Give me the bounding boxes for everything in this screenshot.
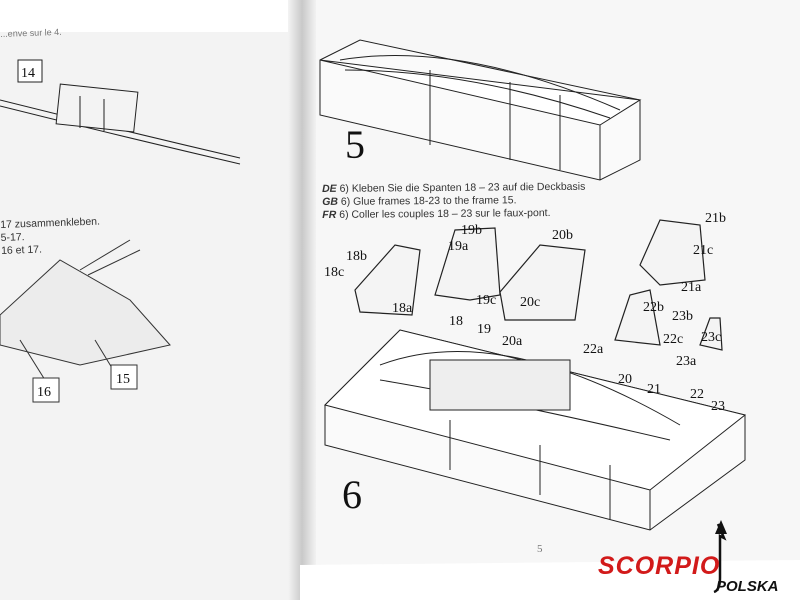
part-label-18a: 18a bbox=[392, 301, 413, 316]
part-label-23a: 23a bbox=[676, 354, 697, 369]
step-number-6: 6 bbox=[342, 472, 362, 517]
left-page bbox=[0, 0, 300, 600]
part-label-19a: 19a bbox=[448, 239, 469, 254]
diagram-step-5-left bbox=[0, 239, 171, 403]
part-label-14: 14 bbox=[21, 66, 35, 81]
page-gutter bbox=[288, 0, 316, 600]
page-number: 5 bbox=[537, 543, 543, 555]
part-label-19b: 19b bbox=[461, 223, 482, 238]
part-label-16: 16 bbox=[37, 385, 51, 400]
step6-instructions: DE 6) Kleben Sie die Spanten 18 – 23 auf… bbox=[322, 181, 586, 222]
part-label-22b: 22b bbox=[643, 300, 664, 315]
scorpio-polska-logo: SCORPIO POLSKA bbox=[598, 518, 798, 598]
part-label-18b: 18b bbox=[346, 249, 367, 264]
part-labels: 18b 18c 18a 19b 19a 19c 20b 20c 20a 21b … bbox=[324, 211, 726, 414]
part-label-20c: 20c bbox=[520, 295, 540, 310]
diagram-step-6 bbox=[324, 329, 747, 531]
part-label-18: 18 bbox=[449, 314, 463, 329]
part-label-18c: 18c bbox=[324, 265, 344, 280]
part-label-22: 22 bbox=[690, 387, 704, 402]
left-top-fragment: ...enve sur le 4. bbox=[0, 26, 62, 39]
part-label-21c: 21c bbox=[693, 243, 713, 258]
part-label-21a: 21a bbox=[681, 280, 702, 295]
diagram-step-5 bbox=[319, 39, 642, 181]
logo-sub: POLSKA bbox=[716, 578, 779, 595]
part-label-23b: 23b bbox=[672, 309, 693, 324]
part-label-23c: 23c bbox=[701, 330, 721, 345]
frame-parts bbox=[354, 219, 723, 351]
diagram-step-4 bbox=[0, 59, 241, 165]
part-label-19: 19 bbox=[477, 322, 491, 337]
part-label-21: 21 bbox=[647, 382, 661, 397]
part-label-20b: 20b bbox=[552, 228, 573, 243]
part-label-20: 20 bbox=[618, 372, 632, 387]
part-label-15: 15 bbox=[116, 372, 130, 387]
logo-brand: SCORPIO bbox=[598, 552, 721, 580]
instruction-fr: FR 6) Coller les couples 18 – 23 sur le … bbox=[322, 207, 551, 221]
scorpion-tail-icon bbox=[713, 520, 727, 594]
part-label-22a: 22a bbox=[583, 342, 604, 357]
left-text-block: 17 zusammenkleben. 5-17. 16 et 17. bbox=[0, 216, 101, 258]
instruction-de: DE 6) Kleben Sie die Spanten 18 – 23 auf… bbox=[322, 180, 586, 195]
part-label-20a: 20a bbox=[502, 334, 523, 349]
part-label-19c: 19c bbox=[476, 293, 496, 308]
part-label-21b: 21b bbox=[705, 211, 726, 226]
step-number-5: 5 bbox=[345, 122, 365, 167]
part-label-22c: 22c bbox=[663, 332, 683, 347]
part-label-23: 23 bbox=[711, 399, 725, 414]
